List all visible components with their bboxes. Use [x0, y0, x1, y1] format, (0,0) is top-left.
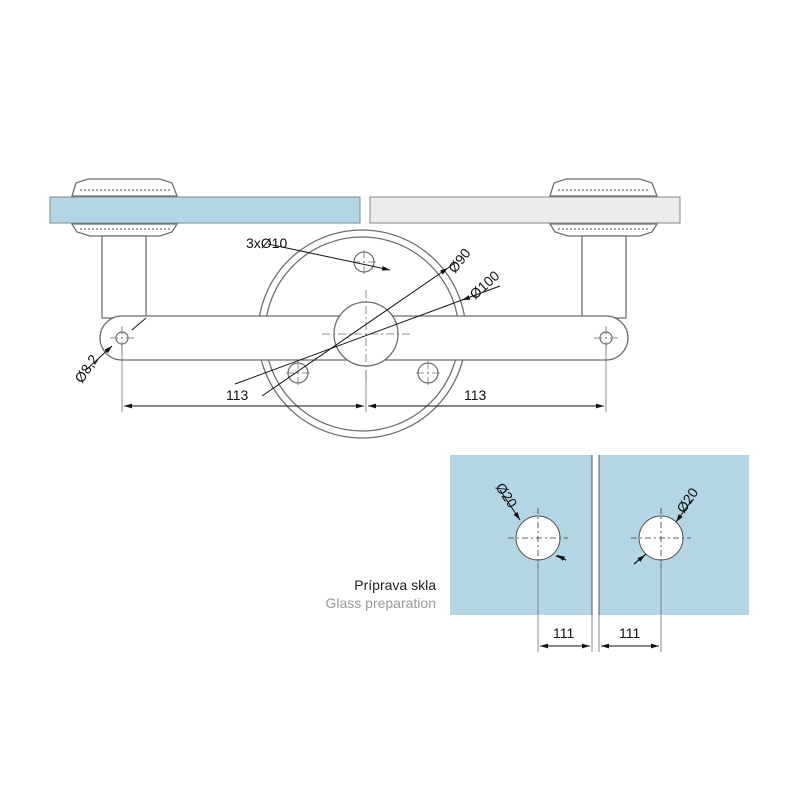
- dim-holes-label: 3xØ10: [246, 235, 287, 251]
- dim-d100-label: Ø100: [466, 267, 502, 302]
- caption-czech: Príprava skla: [354, 577, 436, 593]
- glass-pane-right: [369, 196, 681, 224]
- caption-block: Príprava skla Glass preparation: [296, 576, 436, 612]
- centerlines-top: [110, 250, 618, 385]
- dim-right-111-label: 111: [619, 625, 640, 641]
- dim-d90-label: Ø90: [445, 245, 474, 276]
- dim-left-111-label: 111: [553, 625, 574, 641]
- clamp-right: [548, 178, 659, 319]
- caption-english: Glass preparation: [325, 595, 436, 611]
- dimension-lines-glass: [499, 489, 693, 652]
- glass-pane-left: [49, 196, 361, 224]
- dim-d82-label: Ø8,2: [71, 351, 101, 385]
- dimension-lines-top: [85, 243, 607, 412]
- dim-left-113-label: 113: [226, 387, 249, 403]
- dim-right-113-label: 113: [464, 387, 487, 403]
- centerlines-glass: [508, 508, 691, 568]
